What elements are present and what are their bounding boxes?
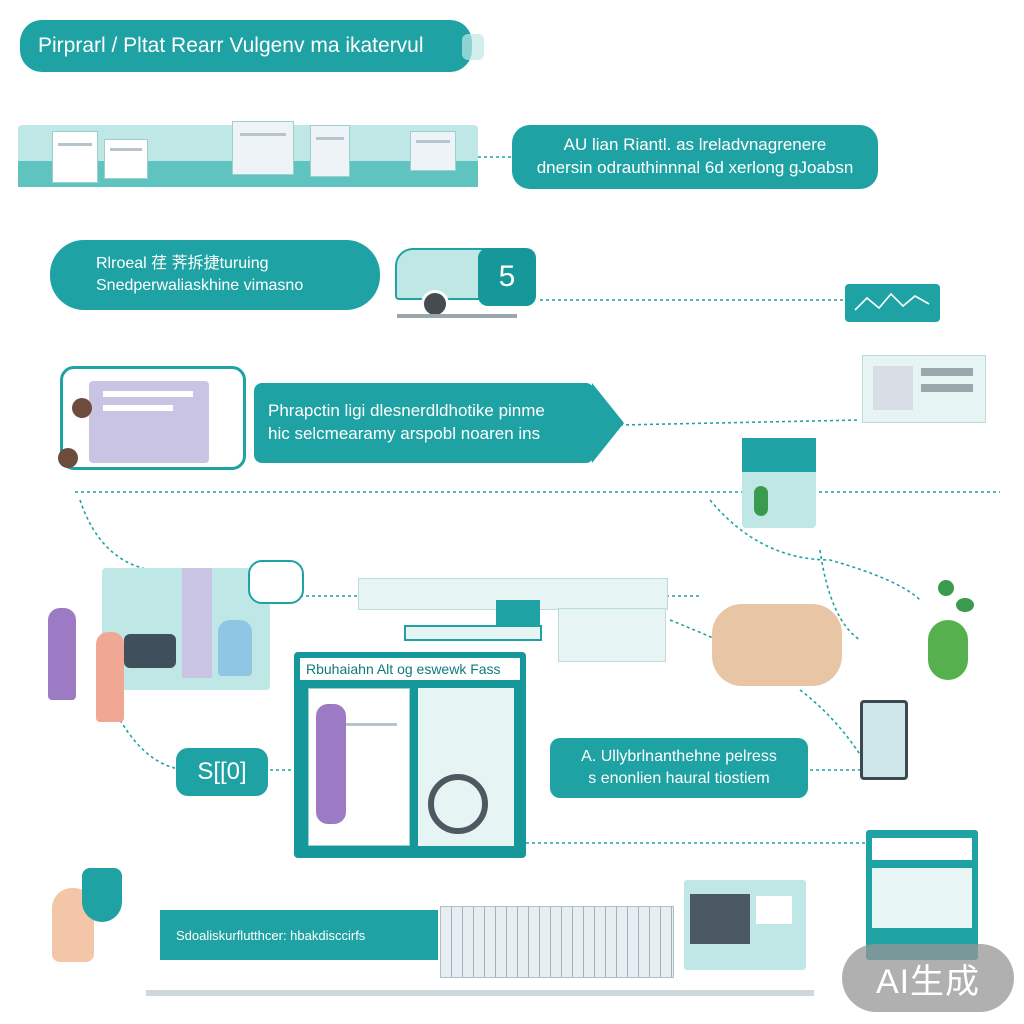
illustration-panel-3: [60, 366, 246, 470]
person-icon: [72, 398, 92, 418]
shield-icon: [82, 868, 122, 922]
document-icon: [104, 139, 148, 179]
conveyor-tray: [558, 608, 666, 662]
conveyor-base: [404, 625, 542, 641]
lab-scene: [742, 438, 816, 528]
machine-scene: [418, 688, 514, 846]
info-pill-1-line1: AU lian Riantl. as lreladvnagrenere: [563, 135, 827, 155]
chart-icon: [845, 284, 940, 322]
center-panel: Rbuhaiahn Alt og eswewk Fass: [294, 652, 526, 858]
cylinder-icon: [860, 700, 908, 780]
header-accent: [462, 34, 484, 60]
info-pill-5-line1: A. Ullybrlnanthehne pelress: [581, 748, 777, 766]
person-icon: [96, 632, 124, 722]
step-number-badge-2-text: S[[0]: [197, 757, 247, 785]
hands-scene: [712, 604, 842, 686]
computer-icon: [410, 131, 456, 171]
header-title: Pirprarl / Pltat Rearr Vulgenv ma ikater…: [38, 33, 424, 57]
person-icon: [316, 704, 346, 824]
info-pill-1: AU lian Riantl. as lreladvnagrenere dner…: [512, 125, 878, 189]
info-pill-2-line1: Rlroeal 荏 荠拆捷turuing: [96, 255, 269, 273]
info-pill-3: Phrapctin ligi dlesnerdldhotike pinme hi…: [254, 383, 594, 463]
info-pill-1-line2: dnersin odrauthinnnal 6d xerlong gJoabsn: [536, 158, 854, 177]
header-title-pill: Pirprarl / Pltat Rearr Vulgenv ma ikater…: [20, 20, 472, 72]
person-icon: [48, 608, 76, 700]
bottom-banner: Sdoaliskurflutthcer: hbakdisccirfs: [160, 910, 438, 960]
document-icon: [52, 131, 98, 183]
arrow-tip-3: [592, 383, 624, 463]
person-icon: [218, 620, 252, 676]
plant-icon: [754, 486, 768, 516]
computer-icon: [684, 880, 806, 970]
dashboard-thumbnail: [862, 355, 986, 423]
step-number-badge-2: S[[0]: [176, 748, 268, 796]
info-pill-5-line2: s enonlien haural tiostiem: [588, 770, 770, 787]
person-icon: [58, 448, 78, 468]
info-pill-5: A. Ullybrlnanthehne pelress s enonlien h…: [550, 738, 808, 798]
monitor-icon: [232, 121, 294, 175]
info-pill-3-line1: Phrapctin ligi dlesnerdldhotike pinme: [268, 401, 545, 421]
row1-strip: [18, 121, 478, 187]
display-panel: [866, 830, 978, 960]
step-number-badge: 5: [478, 248, 536, 306]
speech-bubble-icon: [248, 560, 304, 604]
floor-line: [146, 990, 814, 996]
server-rack: [440, 906, 674, 978]
center-panel-title: Rbuhaiahn Alt og eswewk Fass: [300, 658, 520, 680]
info-pill-2: Rlroeal 荏 荠拆捷turuing Snedperwaliaskhine …: [50, 240, 380, 310]
ai-generated-watermark: AI生成: [842, 944, 1014, 1012]
info-pill-2-line2: Snedperwaliaskhine vimasno: [96, 277, 304, 294]
plant-icon: [920, 580, 980, 690]
monitor-icon: [310, 125, 350, 177]
bottom-banner-text: Sdoaliskurflutthcer: hbakdisccirfs: [176, 927, 366, 943]
info-pill-3-line2: hic selcmearamy arspobl noaren ins: [268, 424, 541, 443]
